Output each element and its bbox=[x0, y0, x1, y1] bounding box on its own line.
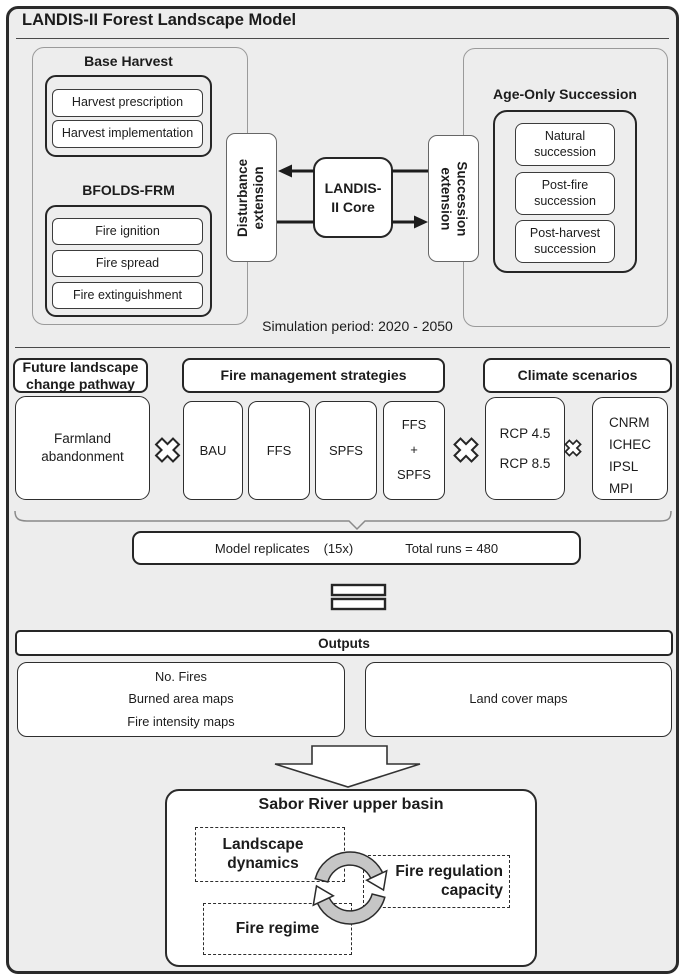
ffs-spfs-box: FFS + SPFS bbox=[383, 401, 445, 500]
disturbance-extension-box: Disturbance extension bbox=[226, 133, 277, 262]
outputs-header-bar: Outputs bbox=[15, 630, 673, 656]
fire-management-header: Fire management strategies bbox=[182, 358, 445, 393]
age-only-box bbox=[493, 110, 637, 273]
disturbance-extension-label: Disturbance extension bbox=[235, 158, 267, 237]
post-fire-succession-box: Post-fire succession bbox=[515, 172, 615, 215]
total-runs-label: Total runs = 480 bbox=[405, 540, 499, 556]
ffs-box: FFS bbox=[248, 401, 310, 500]
fire-regulation-box: Fire regulation capacity bbox=[363, 855, 510, 908]
post-harvest-succession-box: Post-harvest succession bbox=[515, 220, 615, 263]
output-line: Burned area maps bbox=[128, 691, 234, 707]
section-divider bbox=[15, 347, 670, 348]
harvest-prescription-box: Harvest prescription bbox=[52, 89, 203, 117]
gcm-line: MPI bbox=[609, 480, 634, 496]
base-harvest-label: Base Harvest bbox=[84, 53, 173, 69]
age-only-label: Age-Only Succession bbox=[493, 86, 637, 102]
spfs-box: SPFS bbox=[315, 401, 377, 500]
harvest-implementation-box: Harvest implementation bbox=[52, 120, 203, 148]
pathway-header: Future landscape change pathway bbox=[13, 358, 148, 393]
natural-succession-box: Natural succession bbox=[515, 123, 615, 166]
output-line: Land cover maps bbox=[469, 691, 568, 707]
combo-line: SPFS bbox=[397, 466, 431, 482]
succession-extension-label: Succession extension bbox=[438, 160, 470, 237]
combo-line: FFS bbox=[401, 417, 427, 433]
fire-extinguishment-box: Fire extinguishment bbox=[52, 282, 203, 309]
landis-core-box: LANDIS-II Core bbox=[313, 157, 393, 238]
gcm-line: ICHEC bbox=[609, 436, 652, 452]
fire-regime-box: Fire regime bbox=[203, 903, 352, 955]
fire-outputs-box: No. Fires Burned area maps Fire intensit… bbox=[17, 662, 345, 737]
rcp-line: RCP 4.5 bbox=[499, 425, 551, 441]
landscape-dynamics-box: Landscape dynamics bbox=[195, 827, 345, 882]
combo-line: + bbox=[410, 442, 418, 458]
fire-ignition-box: Fire ignition bbox=[52, 218, 203, 245]
bau-box: BAU bbox=[183, 401, 243, 500]
rcp-box: RCP 4.5 RCP 8.5 bbox=[485, 397, 565, 500]
rcp-line: RCP 8.5 bbox=[499, 455, 551, 471]
bfolds-box bbox=[45, 205, 212, 317]
replicates-label: Model replicates bbox=[214, 540, 310, 556]
land-cover-box: Land cover maps bbox=[365, 662, 672, 737]
climate-header: Climate scenarios bbox=[483, 358, 672, 393]
fire-spread-box: Fire spread bbox=[52, 250, 203, 277]
page-title: LANDIS-II Forest Landscape Model bbox=[22, 11, 297, 29]
gcm-line: IPSL bbox=[609, 458, 639, 474]
output-line: No. Fires bbox=[155, 668, 207, 684]
farmland-abandonment-box: Farmland abandonment bbox=[15, 396, 150, 500]
model-replicates-box: Model replicates (15x) Total runs = 480 bbox=[132, 531, 581, 565]
replicates-count: (15x) bbox=[323, 540, 354, 556]
sabor-basin-title: Sabor River upper basin bbox=[258, 796, 444, 813]
gcm-box: CNRM ICHEC IPSL MPI bbox=[592, 397, 668, 500]
title-divider bbox=[16, 38, 669, 39]
simulation-period-label: Simulation period: 2020 - 2050 bbox=[262, 318, 453, 334]
output-line: Fire intensity maps bbox=[127, 713, 235, 729]
bfolds-label: BFOLDS-FRM bbox=[82, 182, 175, 198]
succession-extension-box: Succession extension bbox=[428, 135, 479, 262]
gcm-line: CNRM bbox=[609, 415, 650, 430]
base-harvest-box bbox=[45, 75, 212, 157]
